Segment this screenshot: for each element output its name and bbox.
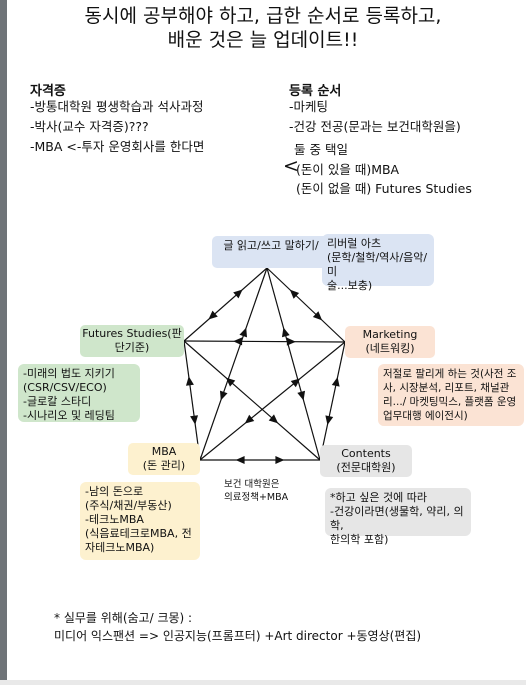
note-contents: *하고 싶은 것에 따라 -건강이라면(생물학, 약리, 의학, 한의학 포함) — [325, 488, 471, 546]
edge-line — [319, 341, 346, 461]
node-mba-label-2: (돈 관리) — [142, 459, 186, 472]
edge-line — [266, 267, 346, 343]
note-line: *하고 싶은 것에 따라 — [330, 491, 427, 504]
node-futures-label-1: Futures Studies(판 — [82, 327, 182, 340]
center-note-line-2: 의료정책+MBA — [224, 492, 289, 503]
arrowhead-icon — [312, 311, 323, 321]
arrowhead-icon — [225, 377, 236, 387]
note-line: -건강이라면(생물학, 약리, 의학, — [330, 505, 464, 532]
note-line: -글로칼 스타디 — [23, 395, 92, 408]
node-writing: 글 읽고/쓰고 말하기/ — [212, 236, 330, 268]
arrowhead-icon — [281, 327, 290, 338]
note-line: 술...보충) — [327, 279, 373, 292]
edge-line — [183, 340, 346, 343]
node-marketing-label-1: Marketing — [362, 328, 418, 341]
node-marketing: Marketing (네트워킹) — [345, 326, 435, 358]
edge-line — [183, 340, 321, 461]
edge-line — [266, 267, 321, 461]
order-heading: 등록 순서 — [289, 84, 342, 99]
arrowhead-icon — [268, 414, 279, 424]
note-line: 저절로 팔리게 하는 것(사전 조 — [383, 368, 517, 380]
arrowhead-icon — [233, 337, 243, 346]
note-line: (주식/채권/부동산) — [85, 499, 172, 512]
node-futures-label-2: 단기준) — [114, 341, 150, 354]
certs-item: -MBA <-투자 운영회사를 한다면 — [30, 139, 205, 154]
center-note-line-1: 보건 대학원은 — [224, 479, 280, 490]
edge-line — [183, 340, 201, 461]
note-mba: -남의 돈으로 (주식/채권/부동산) -테크노MBA (식음료테크로MBA, … — [80, 482, 200, 560]
certs-item: -방통대학원 평생학습과 석사과정 — [30, 99, 204, 114]
arrowhead-icon — [185, 376, 194, 386]
order-bracket-icon: < — [283, 155, 299, 177]
page-title-line-1: 동시에 공부해야 하고, 급한 순서로 등록하고, — [84, 5, 442, 27]
arrowhead-icon — [325, 415, 334, 425]
note-line: 리버럴 아츠 — [327, 237, 382, 250]
note-futures: -미래의 법도 지키기 (CSR/CSV/ECO) -글로칼 스타디 -시나리오… — [18, 364, 140, 422]
note-line: (식음료테크로MBA, 전 — [85, 527, 192, 540]
edge-line — [199, 341, 346, 461]
note-line: 사, 시장분석, 리포트, 채널관 — [383, 382, 510, 394]
note-line: -시나리오 및 레딩팀 — [23, 409, 115, 422]
footer-line-1: * 실무를 위해(숨고/ 크몽) : — [54, 611, 193, 625]
arrowhead-icon — [233, 289, 243, 299]
order-item: (돈이 없을 때) Futures Studies — [296, 181, 472, 196]
certs-heading: 자격증 — [30, 84, 66, 99]
page-title-line-2: 배운 것은 늘 업데이트!! — [167, 29, 359, 51]
arrowhead-icon — [219, 390, 228, 401]
arrowhead-icon — [190, 415, 199, 425]
edge-line — [199, 267, 268, 461]
arrowhead-icon — [331, 377, 340, 387]
note-marketing: 저절로 팔리게 하는 것(사전 조 사, 시장분석, 리포트, 채널관 리...… — [378, 364, 524, 426]
arrowhead-icon — [208, 310, 218, 320]
order-item: -마케팅 — [289, 99, 329, 114]
arrowhead-icon — [239, 327, 248, 338]
arrowhead-icon — [297, 390, 306, 401]
arrowhead-icon — [275, 456, 285, 464]
order-item: -건강 전공(문과는 보건대학원을) — [289, 119, 461, 134]
note-liberal-arts: 리버럴 아츠 (문학/철학/역사/음악/미 술...보충) — [322, 234, 434, 292]
note-line: 리.../ 마켓팅믹스, 플랫폼 운영 — [383, 396, 517, 408]
note-line: 자테크노MBA) — [85, 541, 155, 554]
node-writing-label: 글 읽고/쓰고 말하기/ — [223, 239, 319, 252]
certs-item: -박사(교수 자격증)??? — [30, 119, 149, 134]
node-futures-studies: Futures Studies(판 단기준) — [80, 325, 184, 357]
node-contents: Contents (전문대학원) — [320, 445, 412, 477]
order-item: 둘 중 택일 — [294, 142, 348, 157]
arrowhead-icon — [289, 289, 300, 299]
arrowhead-icon — [286, 337, 296, 346]
node-marketing-label-2: (네트워킹) — [365, 342, 415, 355]
note-line: -미래의 법도 지키기 — [23, 367, 115, 380]
order-item: (돈이 있을 때)MBA — [296, 162, 400, 177]
note-line: (문학/철학/역사/음악/미 — [327, 251, 428, 278]
bottom-divider — [0, 680, 526, 685]
note-line: -남의 돈으로 — [85, 485, 144, 498]
left-edge-strip — [0, 0, 7, 685]
arrowhead-icon — [235, 456, 245, 464]
node-contents-label-1: Contents — [341, 447, 391, 460]
note-line: (CSR/CSV/ECO) — [23, 381, 107, 394]
footer-line-2: 미디어 익스팬션 => 인공지능(프롬프터) +Art director +동영… — [54, 629, 422, 643]
note-line: 업무대행 에이전시) — [383, 410, 468, 422]
node-contents-label-2: (전문대학원) — [336, 461, 396, 474]
arrowhead-icon — [244, 414, 255, 424]
arrowhead-icon — [290, 378, 301, 388]
edge-line — [183, 267, 268, 342]
node-mba: MBA (돈 관리) — [128, 443, 200, 475]
node-mba-label-1: MBA — [151, 445, 177, 458]
note-line: -테크노MBA — [85, 513, 144, 526]
note-line: 한의학 포함) — [330, 533, 389, 546]
